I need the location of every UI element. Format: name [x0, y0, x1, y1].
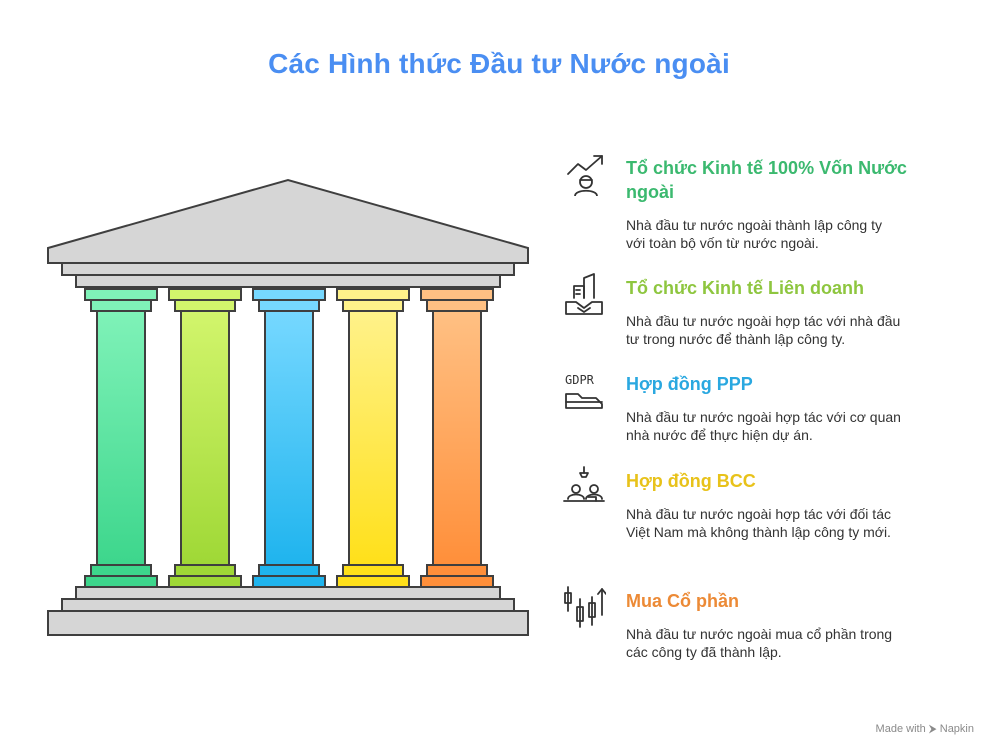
pillar-3-capital-bottom: [258, 299, 320, 312]
napkin-credit: Made with ⮞ Napkin: [875, 723, 974, 735]
pillar-1-capital-bottom: [90, 299, 152, 312]
pillar-3-base-top: [258, 564, 320, 577]
pillar-4-base-bottom: [336, 575, 410, 588]
item-heading: Tổ chức Kinh tế 100% Vốn Nước ngoài: [626, 158, 907, 202]
pillar-2-capital-top: [168, 288, 242, 301]
pillar-1-capital-top: [84, 288, 158, 301]
pillar-2-capital-bottom: [174, 299, 236, 312]
temple-entablature: [61, 262, 515, 276]
pillar-3-capital-top: [252, 288, 326, 301]
temple-step-middle: [61, 598, 515, 612]
item-heading: Hợp đồng PPP: [626, 374, 753, 394]
item-heading: Hợp đồng BCC: [626, 471, 756, 491]
item-heading: Mua Cổ phần: [626, 591, 739, 611]
temple-step-bottom: [47, 610, 529, 636]
investor-growth-icon: [567, 155, 603, 196]
pillar-3-shaft: [264, 310, 314, 566]
pillar-2-base-bottom: [168, 575, 242, 588]
pillar-5-capital-bottom: [426, 299, 488, 312]
item-description: Nhà đầu tư nước ngoài mua cổ phần trong …: [626, 626, 893, 660]
pillar-5-base-bottom: [420, 575, 494, 588]
temple-diagram: [47, 178, 529, 636]
gdpr-contract-icon: GDPR: [565, 373, 603, 409]
meeting-table-icon: [563, 466, 605, 502]
item-description: Nhà đầu tư nước ngoài hợp tác với nhà đầ…: [626, 313, 901, 347]
temple-frieze: [75, 274, 501, 288]
pillar-2-shaft: [180, 310, 230, 566]
item-description: Nhà đầu tư nước ngoài hợp tác với cơ qua…: [626, 409, 901, 443]
candlestick-chart-icon: [564, 586, 606, 628]
pillar-3-base-bottom: [252, 575, 326, 588]
pillar-4-base-top: [342, 564, 404, 577]
pillar-5-base-top: [426, 564, 488, 577]
pillar-4-capital-bottom: [342, 299, 404, 312]
temple-roof: [47, 178, 529, 264]
item-heading: Tổ chức Kinh tế Liên doanh: [626, 278, 865, 298]
svg-text:GDPR: GDPR: [565, 373, 595, 387]
item-description: Nhà đầu tư nước ngoài hợp tác với đối tá…: [626, 506, 891, 540]
pillar-1-shaft: [96, 310, 146, 566]
pillar-5-capital-top: [420, 288, 494, 301]
pillar-4-capital-top: [336, 288, 410, 301]
page-title: Các Hình thức Đầu tư Nước ngoài: [268, 48, 730, 79]
pillar-1-base-bottom: [84, 575, 158, 588]
pillar-2-base-top: [174, 564, 236, 577]
temple-step-top: [75, 586, 501, 600]
pillar-4-shaft: [348, 310, 398, 566]
item-description: Nhà đầu tư nước ngoài thành lập công ty …: [626, 217, 882, 251]
pillar-1-base-top: [90, 564, 152, 577]
handshake-building-icon: [565, 273, 603, 315]
pillar-5-shaft: [432, 310, 482, 566]
